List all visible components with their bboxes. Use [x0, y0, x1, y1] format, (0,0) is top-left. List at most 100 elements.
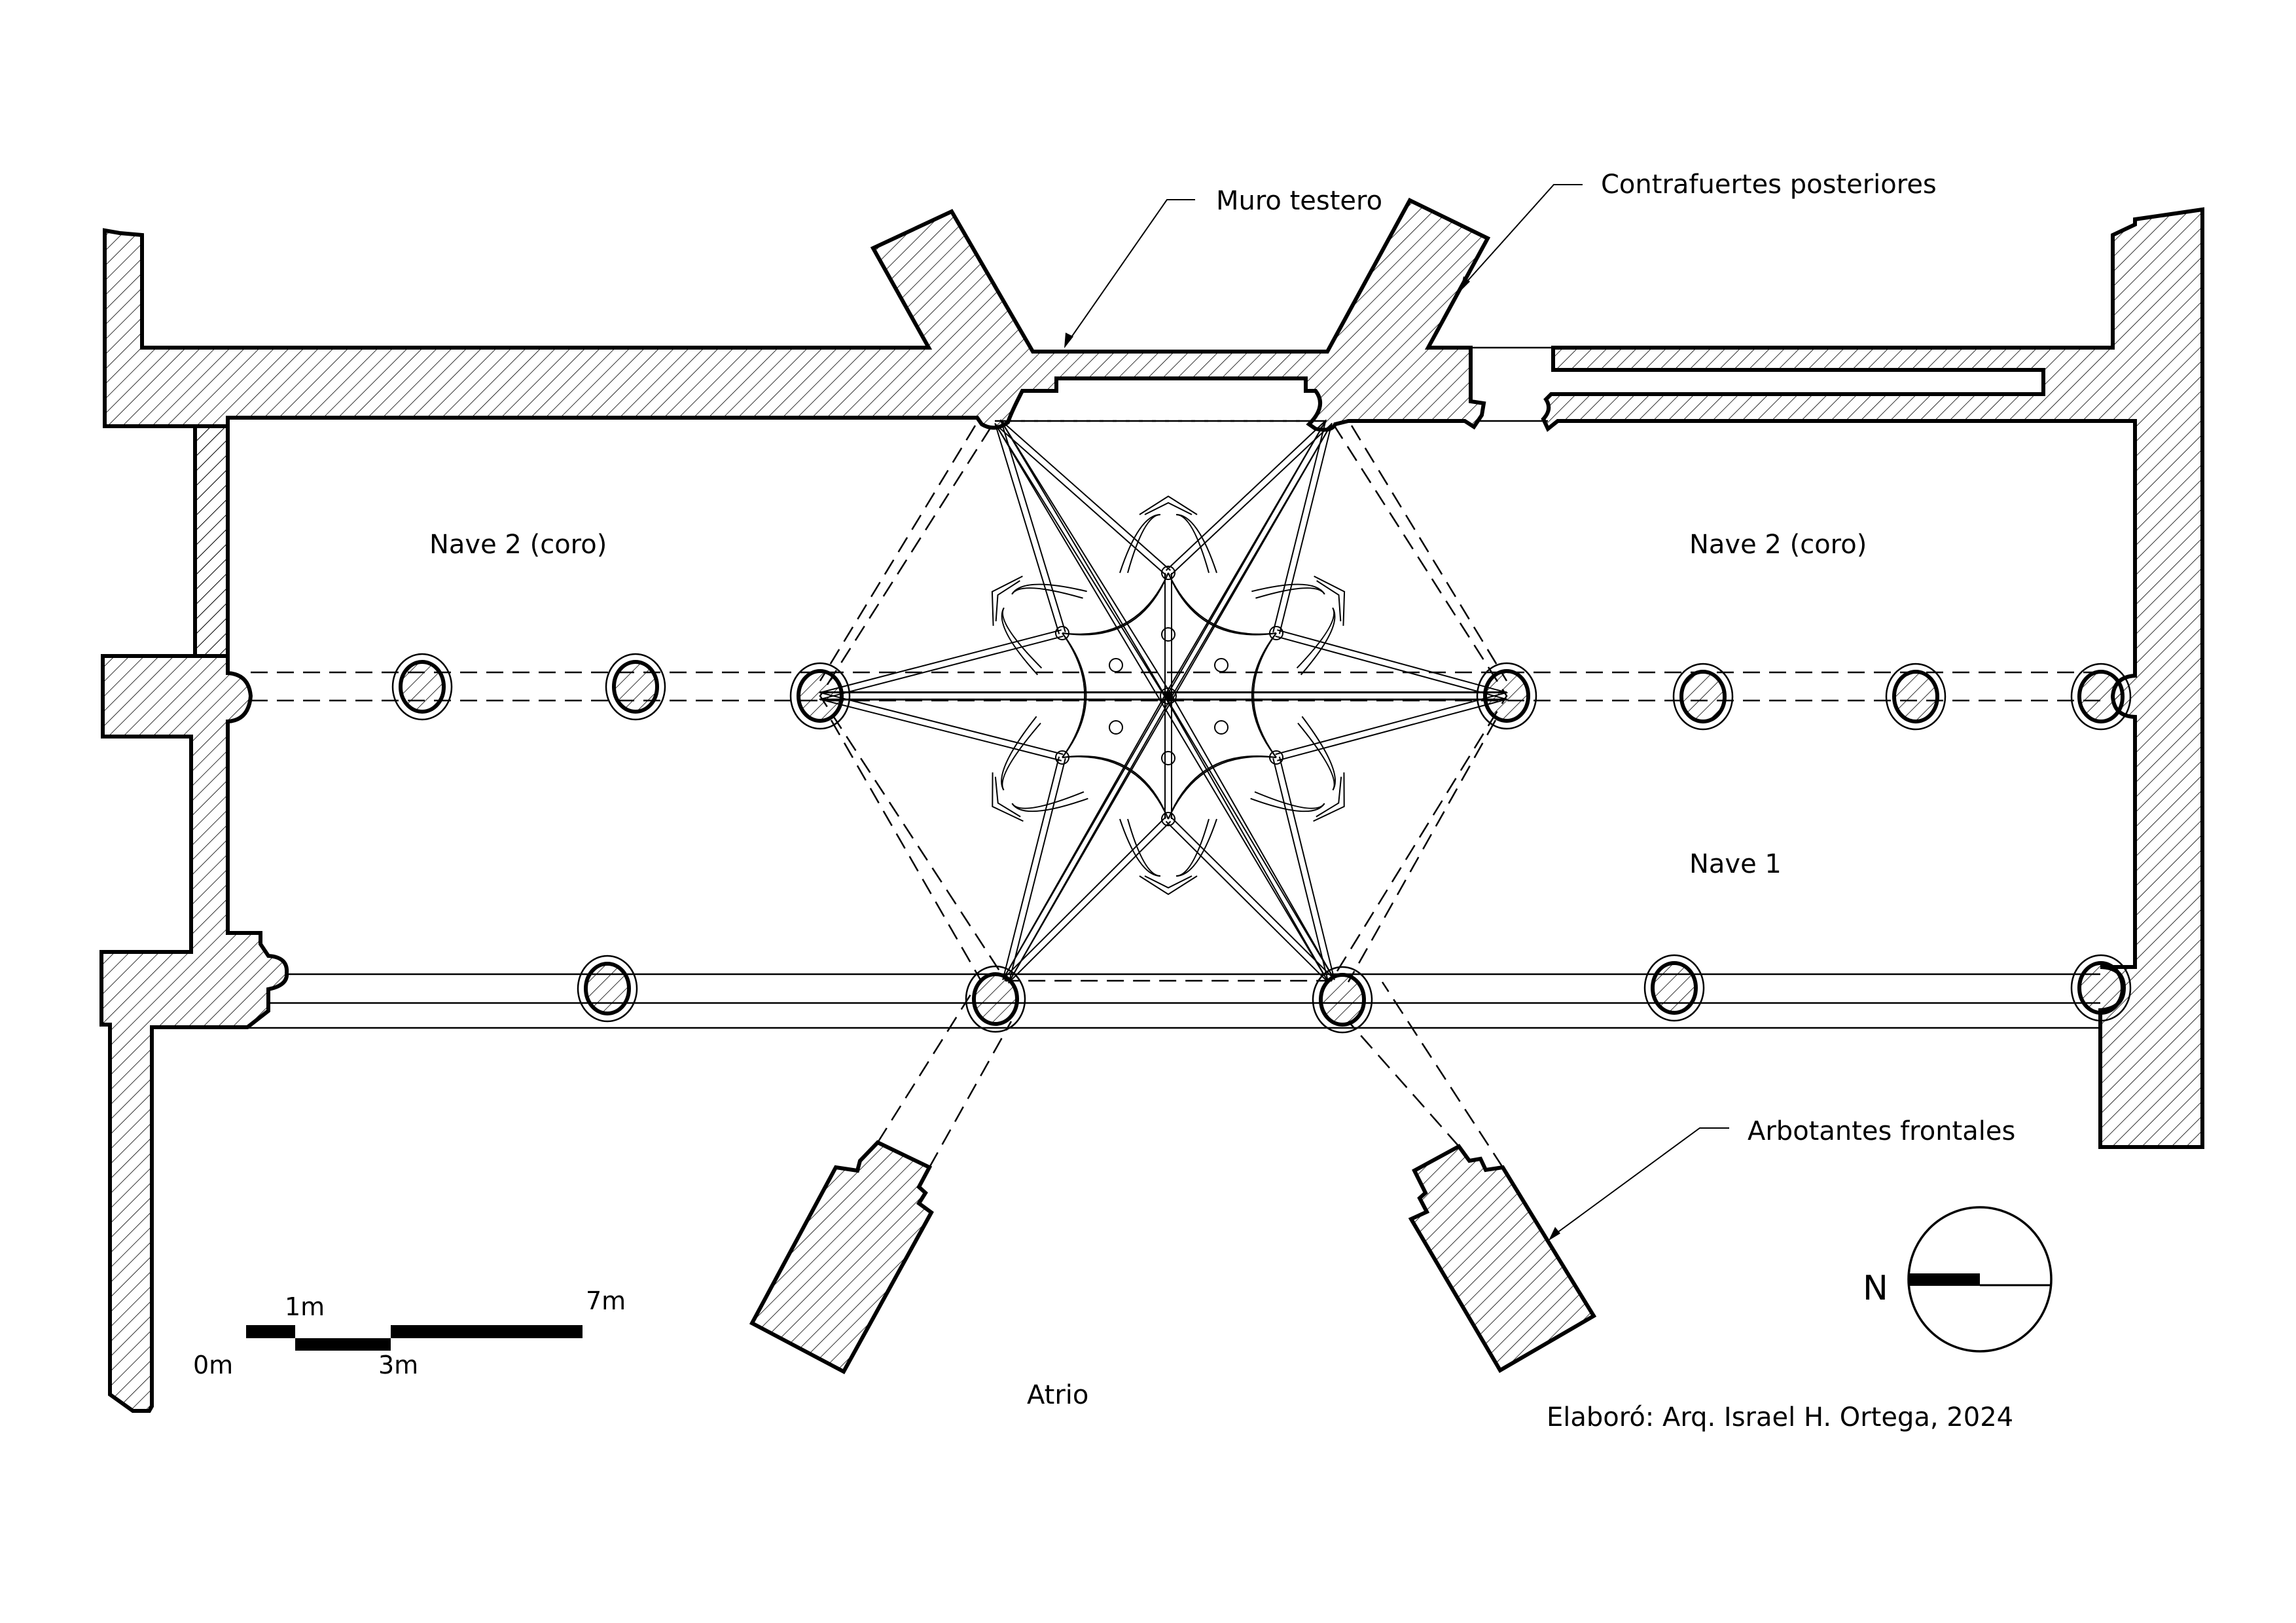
label-nave1: Nave 1	[1689, 849, 1782, 879]
petal-cap	[1144, 875, 1193, 889]
label-atrio: Atrio	[1027, 1380, 1088, 1410]
north-arrow: N	[1863, 1206, 2053, 1353]
column	[1476, 662, 1537, 730]
scale-tick-3: 3m	[378, 1351, 418, 1379]
boss-keystone	[1214, 658, 1229, 672]
column-shaft	[584, 962, 631, 1015]
petal-lobe	[1127, 818, 1210, 877]
column-shaft	[612, 660, 659, 714]
arbotante-right-projection-b	[1381, 981, 1504, 1168]
callout-label: Contrafuertes posteriores	[1601, 170, 1937, 200]
column-shaft	[2077, 670, 2125, 723]
scale-segment-0-1	[246, 1325, 295, 1338]
tierceron-rib	[821, 635, 1064, 700]
petal-lobe	[1119, 514, 1217, 574]
column-shaft	[2077, 961, 2125, 1015]
column-ring	[391, 653, 453, 721]
star-vault	[819, 419, 1508, 984]
column	[965, 965, 1026, 1033]
petal-lobe	[1001, 587, 1083, 669]
tierceron-rib	[1003, 816, 1167, 979]
column-shaft	[399, 660, 446, 714]
leader-line	[1463, 184, 1583, 286]
diagonal-rib	[1000, 420, 1172, 695]
arbotante-left	[749, 1140, 934, 1375]
boss-keystone	[1161, 812, 1175, 826]
tierceron-rib	[1000, 421, 1066, 632]
column-shaft	[1892, 670, 1939, 723]
petal-cap	[1313, 772, 1345, 822]
callout-arbotantes: Arbotantes frontales	[1549, 1116, 2015, 1241]
column-ring	[1672, 663, 1734, 731]
tierceron-rib	[1165, 820, 1330, 984]
petal-cap	[994, 776, 1021, 818]
engaged-column	[2070, 954, 2132, 1022]
diagonal-rib	[994, 424, 1166, 699]
north-label: N	[1863, 1269, 1888, 1308]
arbotante-right	[1408, 1144, 1597, 1374]
column-shaft	[972, 972, 1019, 1026]
lierne-arc	[1168, 572, 1277, 635]
central-keystone	[1160, 687, 1177, 704]
walls	[99, 198, 2204, 1413]
petal-cap	[1144, 501, 1193, 515]
central-keystone-dot	[1165, 693, 1172, 699]
boss-keystone	[1161, 566, 1175, 580]
tierceron-rib	[1278, 422, 1333, 634]
callout-contrafuertes: Contrafuertes posteriores	[1460, 170, 1937, 291]
lierne-arc	[1062, 756, 1169, 820]
tierceron-rib	[1275, 692, 1506, 756]
tierceron-rib	[996, 424, 1167, 576]
tierceron-rib	[1008, 757, 1066, 982]
column-shaft	[1483, 669, 1530, 723]
callout-label: Arbotantes frontales	[1748, 1116, 2015, 1146]
label-nave2-left: Nave 2 (coro)	[429, 530, 607, 560]
petal-cap	[995, 580, 1020, 622]
boss-keystone	[1269, 626, 1283, 640]
leader-line	[1552, 1127, 1729, 1237]
column-ring	[789, 662, 851, 730]
scale-segment-3-7	[391, 1325, 583, 1338]
boss-keystone	[1055, 750, 1069, 765]
scale-tick-0: 0m	[193, 1351, 233, 1379]
petal-lobe	[1255, 587, 1335, 669]
petal-cap	[1316, 776, 1342, 818]
arbotante-left-projection-a	[876, 981, 980, 1143]
petal-lobe	[1250, 716, 1336, 812]
tierceron-rib	[1275, 635, 1506, 700]
arbotante-left-projection-b	[928, 1021, 1013, 1168]
arbotantes	[749, 981, 1597, 1375]
scale-segment-1-3	[295, 1338, 391, 1351]
petal-cap	[1314, 575, 1346, 626]
column-ring	[605, 653, 666, 721]
column-shaft	[797, 669, 844, 723]
column	[1643, 954, 1705, 1022]
petal-lobe	[1001, 722, 1085, 809]
boss-keystone	[1109, 658, 1123, 672]
callout-muro-testero: Muro testero	[1064, 186, 1382, 348]
column-ring	[1885, 663, 1946, 731]
petal-cap	[1139, 495, 1198, 515]
column-ring	[1312, 966, 1373, 1034]
column-shaft	[1679, 670, 1727, 723]
boss-keystone	[1109, 720, 1123, 735]
column-ring	[1476, 662, 1537, 730]
column-ring	[1643, 954, 1705, 1022]
lierne-arc	[1168, 572, 1277, 636]
tierceron-rib	[1272, 421, 1327, 633]
petal-lobe	[1254, 722, 1335, 809]
callouts: Muro testero Contrafuertes posteriores A…	[1064, 170, 2015, 1241]
petal-lobe	[1119, 818, 1217, 877]
petal-cap	[991, 575, 1023, 626]
column-ring	[965, 965, 1026, 1033]
petal-cap	[1316, 580, 1342, 622]
tierceron-rib	[1165, 419, 1327, 572]
arrowhead-icon	[1064, 333, 1073, 348]
author-credit: Elaboró: Arq. Israel H. Ortega, 2024	[1547, 1402, 2013, 1432]
lierne-arc	[1253, 632, 1277, 758]
column	[789, 662, 851, 730]
columns	[391, 653, 2132, 1034]
lierne-arc	[1062, 755, 1169, 820]
diagonal-rib	[1164, 697, 1329, 983]
column-ring	[577, 955, 638, 1023]
